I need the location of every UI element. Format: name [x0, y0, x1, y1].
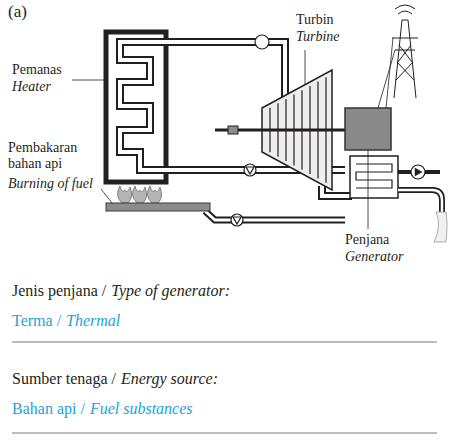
cooling-water: [415, 168, 422, 176]
part-name: Turbin: [296, 12, 334, 28]
valve-symbol: [246, 167, 254, 174]
burner-plate: [106, 203, 210, 211]
cooling-water: [398, 190, 442, 212]
fuel-line: [205, 211, 345, 220]
generator: [345, 108, 391, 150]
figure-letter: (a): [8, 2, 27, 22]
leader-line: [368, 150, 369, 229]
flame-symbol: [147, 186, 161, 203]
valve-symbol: [244, 164, 256, 176]
valve-symbol: [233, 217, 241, 224]
leader-line: [305, 50, 306, 84]
answer-rule: [12, 342, 437, 433]
generator: [345, 108, 391, 150]
fuel-line: [205, 211, 345, 220]
fuel-line: [205, 211, 345, 220]
shaft: [215, 126, 345, 134]
shaft: [228, 126, 238, 134]
answer-text: Terma /: [12, 312, 61, 330]
part-name: Penjana: [345, 232, 389, 248]
pylon: [395, 5, 415, 14]
question-text: Jenis penjana /: [12, 282, 106, 300]
part-name: Pembakaran bahan api: [8, 140, 92, 172]
valve-symbol: [255, 35, 269, 49]
condenser: [350, 156, 398, 198]
leader-line: [101, 189, 112, 203]
condenser: [350, 156, 398, 198]
burner-plate: [106, 203, 210, 211]
pylon: [378, 5, 418, 108]
condenser: [356, 164, 392, 188]
question-text: Sumber tenaga /: [12, 370, 116, 388]
leader-line: [72, 80, 106, 81]
answer-text: Thermal: [66, 312, 120, 330]
cooling-water: [398, 165, 447, 242]
cooling-water: [434, 212, 447, 242]
flame-symbol: [117, 186, 131, 203]
leader-line: [72, 50, 368, 229]
flame-symbol: [117, 186, 161, 203]
part-name: Heater: [12, 79, 51, 95]
pylon: [392, 20, 418, 98]
flame-symbol: [132, 186, 146, 203]
answer-text: Fuel substances: [90, 400, 193, 418]
part-name: Generator: [345, 249, 403, 265]
part-name: Burning of fuel: [8, 176, 93, 192]
answer-text: Bahan api /: [12, 400, 85, 418]
question-text: Energy source:: [121, 370, 218, 388]
cooling-water: [411, 165, 425, 179]
part-name: Turbine: [296, 29, 340, 45]
answer-rule: [12, 433, 437, 434]
part-name: Pemanas: [12, 62, 62, 78]
pylon: [378, 38, 395, 108]
valve-symbol: [231, 214, 243, 226]
question-text: Type of generator:: [111, 282, 230, 300]
answer-rule: [12, 342, 437, 343]
cooling-water: [398, 190, 442, 212]
